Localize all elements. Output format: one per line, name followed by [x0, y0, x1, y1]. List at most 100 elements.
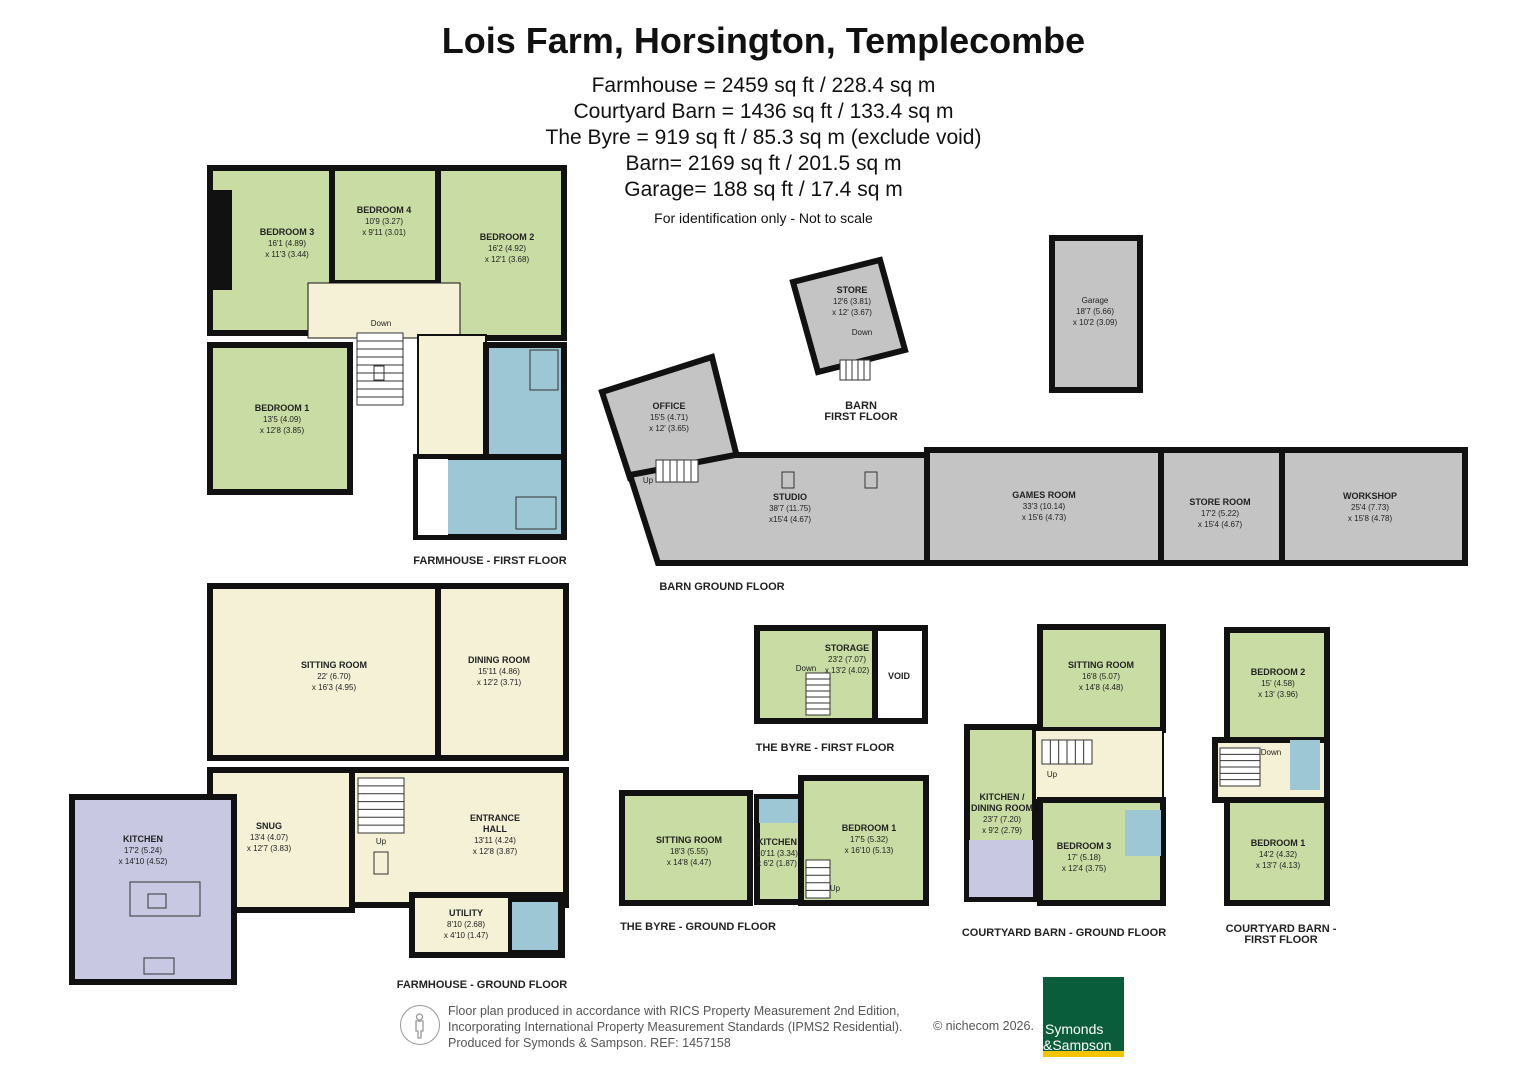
room-name-byre-kitchen: KITCHEN: [757, 837, 797, 847]
room-dim-snug-b: x 12'7 (3.83): [247, 844, 292, 853]
fixtures: [129, 332, 1261, 975]
room-dim-bedroom3-a: 16'1 (4.89): [268, 239, 306, 248]
room-name-cb-kitchen-1: KITCHEN /: [980, 792, 1025, 802]
room-dim-storeroom-b: x 15'4 (4.67): [1198, 520, 1243, 529]
page-title: Lois Farm, Horsington, Templecombe: [441, 20, 1086, 61]
room-dim-kitchen-a: 17'2 (5.24): [124, 846, 162, 855]
room-name-hall-1: ENTRANCE: [470, 813, 520, 823]
stair-label-down-ff: Down: [371, 319, 391, 328]
room-dim-hall-b: x 12'8 (3.87): [473, 847, 518, 856]
footer-line-2: Incorporating International Property Mea…: [448, 1020, 903, 1034]
ff-wc-cupboard: [418, 459, 448, 535]
studio-roof-light-1: [781, 471, 795, 489]
room-dim-dining-a: 15'11 (4.86): [478, 667, 520, 676]
room-name-store: STORE: [837, 285, 868, 295]
barn-store-stairs-box: [839, 359, 871, 381]
agent-logo: Symonds &Sampson: [1043, 977, 1124, 1057]
room-dim-byre-sitting-b: x 14'8 (4.47): [667, 858, 712, 867]
room-name-garage: Garage: [1082, 296, 1109, 305]
room-dim-workshop-b: x 15'8 (4.78): [1348, 514, 1393, 523]
room-dim-games-a: 33'3 (10.14): [1023, 502, 1066, 511]
room-name-kitchen: KITCHEN: [123, 834, 163, 844]
room-dim-utility-a: 8'10 (2.68): [447, 920, 485, 929]
floor-label-barn-ground: BARN GROUND FLOOR: [659, 581, 784, 593]
room-name-dining: DINING ROOM: [468, 655, 530, 665]
gf-stairs-box: [357, 777, 405, 834]
footer-note: Floor plan produced in accordance with R…: [448, 1003, 902, 1051]
ff-shower-tray-2: [515, 496, 557, 530]
room-dim-cb-bed1-b: x 13'7 (4.13): [1256, 861, 1301, 870]
byre-shower-room: [759, 799, 799, 823]
gf-stair-window-icon: [373, 851, 389, 875]
ff-stair-window-icon: [373, 365, 385, 381]
area-byre: The Byre = 919 sq ft / 85.3 sq m (exclud…: [545, 126, 982, 149]
byre-ground-stairs-box: [805, 859, 831, 899]
gf-kitchen-sink: [143, 957, 175, 975]
floor-label-cb-first-2: FIRST FLOOR: [1244, 934, 1317, 946]
copyright: © nichecom 2026.: [933, 1019, 1034, 1033]
room-dim-bedroom4-a: 10'9 (3.27): [365, 217, 403, 226]
ff-stairs-box: [356, 332, 404, 406]
floor-label-barn-first-1: BARN: [845, 400, 877, 412]
room-name-bedroom2: BEDROOM 2: [480, 232, 535, 242]
room-dim-cb-sitting-a: 16'8 (5.07): [1082, 672, 1120, 681]
stair-label-down-byre: Down: [796, 664, 816, 673]
room-dim-cb-sitting-b: x 14'8 (4.48): [1079, 683, 1124, 692]
ipms-person-icon: [400, 1005, 440, 1045]
room-dim-storage-b: x 13'2 (4.02): [825, 666, 870, 675]
room-dim-bedroom1-a: 13'5 (4.09): [263, 415, 301, 424]
room-dim-studio-b: x15'4 (4.67): [769, 515, 811, 524]
room-dim-cb-bed3-a: 17' (5.18): [1067, 853, 1101, 862]
footer-line-3: Produced for Symonds & Sampson. REF: 145…: [448, 1036, 731, 1050]
room-dim-byre-kitchen-b: x 6'2 (1.87): [757, 859, 797, 868]
room-dim-cb-kitchen-b: x 9'2 (2.79): [982, 826, 1022, 835]
room-dim-games-b: x 15'6 (4.73): [1022, 513, 1067, 522]
outline-barn-games: [924, 447, 1164, 566]
room-name-void: VOID: [888, 671, 911, 681]
room-dim-kitchen-b: x 14'10 (4.52): [119, 857, 168, 866]
floor-label-cb-ground: COURTYARD BARN - GROUND FLOOR: [962, 927, 1166, 939]
room-name-games: GAMES ROOM: [1012, 490, 1076, 500]
room-dim-store-b: x 12' (3.67): [832, 308, 872, 317]
floor-label-cb-first-1: COURTYARD BARN -: [1226, 923, 1337, 935]
stair-label-up-cb: Up: [1047, 770, 1058, 779]
room-name-hall-2: HALL: [483, 824, 507, 834]
area-farmhouse: Farmhouse = 2459 sq ft / 228.4 sq m: [591, 74, 936, 97]
ff-shower-tray: [529, 349, 559, 391]
room-name-workshop: WORKSHOP: [1343, 491, 1397, 501]
logo-line-2: &Sampson: [1043, 1037, 1112, 1053]
outline-gf-sitting: [207, 583, 441, 761]
room-dim-garage-b: x 10'2 (3.09): [1073, 318, 1118, 327]
room-name-cb-sitting: SITTING ROOM: [1068, 660, 1134, 670]
cb-shower: [1125, 810, 1161, 856]
room-name-storeroom: STORE ROOM: [1189, 497, 1250, 507]
stair-label-up-byre: Up: [830, 884, 841, 893]
gf-wc: [508, 898, 562, 954]
room-name-sitting: SITTING ROOM: [301, 660, 367, 670]
floor-label-farmhouse-first: FARMHOUSE - FIRST FLOOR: [413, 555, 566, 567]
room-dim-garage-a: 18'7 (5.66): [1076, 307, 1114, 316]
logo-line-1: Symonds: [1045, 1021, 1104, 1037]
room-name-byre-bed1: BEDROOM 1: [842, 823, 897, 833]
room-name-bedroom1: BEDROOM 1: [255, 403, 310, 413]
area-garage: Garage= 188 sq ft / 17.4 sq m: [624, 178, 903, 201]
room-dim-cb-bed1-a: 14'2 (4.32): [1259, 850, 1297, 859]
logo-accent-bar: [1043, 1051, 1124, 1057]
room-dim-bedroom4-b: x 9'11 (3.01): [362, 228, 406, 237]
room-dim-store-a: 12'6 (3.81): [833, 297, 871, 306]
room-name-bedroom3: BEDROOM 3: [260, 227, 315, 237]
room-dim-bedroom1-b: x 12'8 (3.85): [260, 426, 305, 435]
gf-kitchen-island: [129, 881, 201, 917]
room-dim-sitting-a: 22' (6.70): [317, 672, 351, 681]
byre-first-stairs-box: [805, 672, 831, 716]
outline-barn-store: [789, 256, 909, 376]
room-dim-snug-a: 13'4 (4.07): [250, 833, 288, 842]
room-dim-byre-bed1-a: 17'5 (5.32): [850, 835, 888, 844]
outline-byre-sitting: [619, 790, 753, 906]
floor-label-byre-ground: THE BYRE - GROUND FLOOR: [620, 921, 776, 933]
chimney-bedroom3: [212, 190, 232, 290]
room-dim-byre-sitting-a: 18'3 (5.55): [670, 847, 708, 856]
room-name-cb-kitchen-2: DINING ROOM: [971, 803, 1033, 813]
outline-ff-bath: [483, 342, 567, 460]
